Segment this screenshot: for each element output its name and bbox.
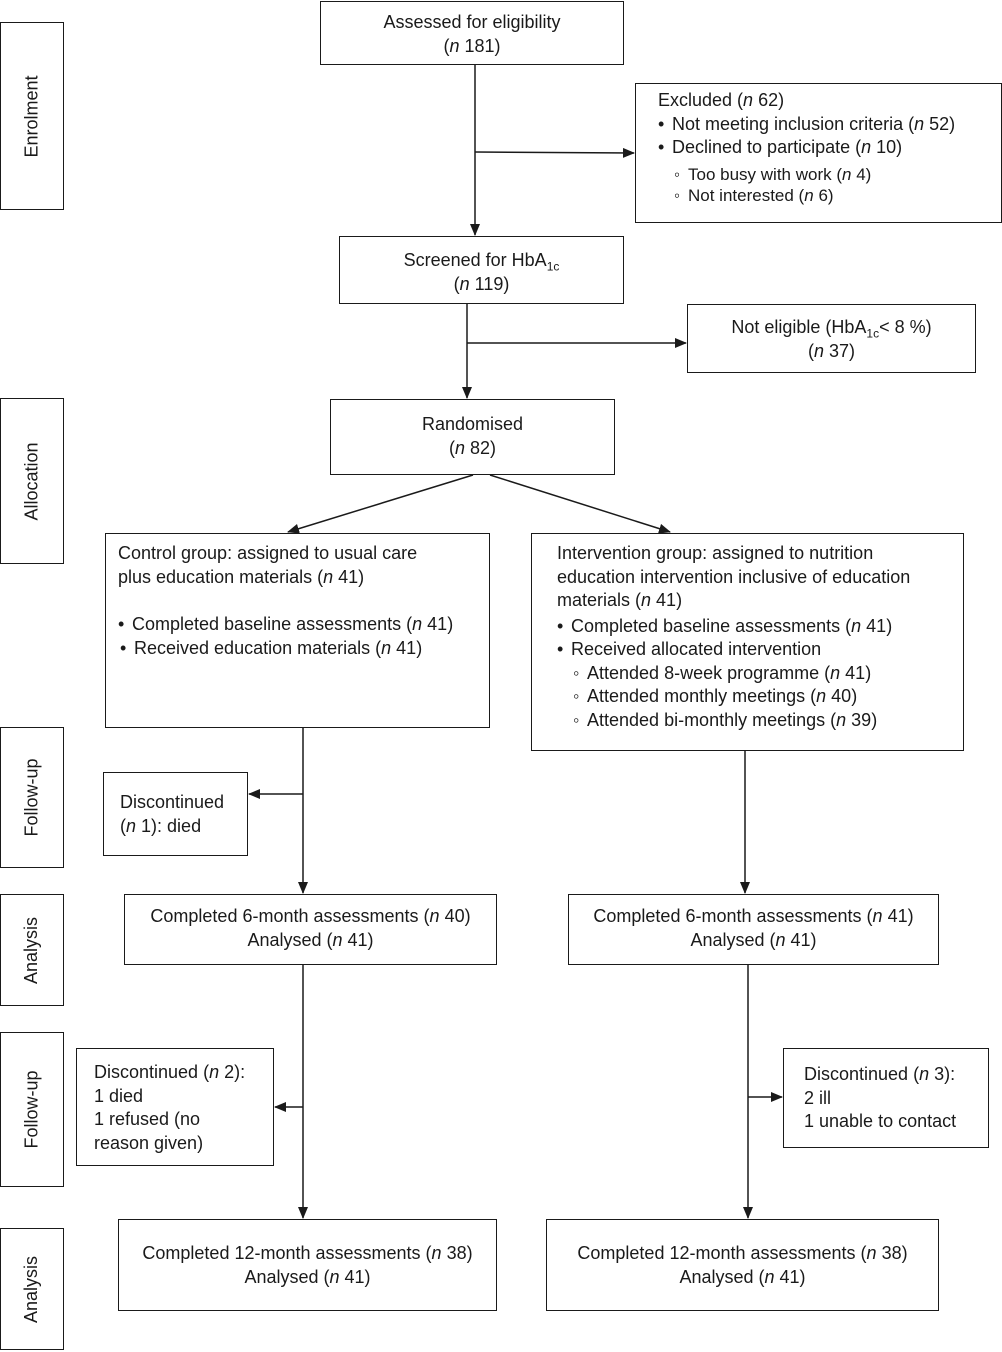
control-group-title: Control group: assigned to usual care bbox=[118, 543, 418, 563]
assessed-box: Assessed for eligibility (n 181) bbox=[320, 1, 624, 65]
analysed-line: Analysed (n 41) bbox=[247, 929, 374, 950]
stage-followup-2: Follow-up bbox=[0, 1032, 64, 1187]
intervention-group-title: materials (n 41) bbox=[557, 590, 683, 610]
excluded-title: Excluded (n 62) bbox=[658, 90, 785, 110]
not-eligible-count: 37 bbox=[829, 340, 850, 361]
stage-analysis-1: Analysis bbox=[0, 894, 64, 1006]
intervention-group-title: Intervention group: assigned to nutritio… bbox=[557, 543, 874, 563]
discontinued-control-1-box: Discontinued (n 1): died bbox=[103, 772, 248, 856]
assessment-line: Completed 6-month assessments (n 41) bbox=[593, 906, 914, 926]
not-eligible-box: Not eligible (HbA1c< 8 %) (n 37) bbox=[687, 304, 976, 373]
intervention-group-box: Intervention group: assigned to nutritio… bbox=[531, 533, 964, 751]
intervention-6-month-box: Completed 6-month assessments (n 41) Ana… bbox=[568, 894, 939, 965]
discontinued-control-2-box: Discontinued (n 2): 1 died 1 refused (no… bbox=[76, 1048, 274, 1166]
randomised-count: 82 bbox=[470, 437, 491, 458]
assessment-line: Completed 12-month assessments (n 38) bbox=[577, 1243, 908, 1263]
randomised-box: Randomised (n 82) bbox=[330, 399, 615, 475]
analysed-line: Analysed (n 41) bbox=[690, 929, 817, 950]
intervention-item: •Completed baseline assessments (n 41) bbox=[557, 615, 893, 636]
not-eligible-title: Not eligible (HbA1c< 8 %) bbox=[731, 317, 932, 341]
stage-followup-1: Follow-up bbox=[0, 727, 64, 868]
intervention-subitem: ◦Attended 8-week programme (n 41) bbox=[573, 662, 872, 683]
control-12-month-box: Completed 12-month assessments (n 38) An… bbox=[118, 1219, 497, 1311]
excluded-subitem: ◦Too busy with work (n 4) bbox=[674, 164, 872, 184]
discontinued-intervention-box: Discontinued (n 3): 2 ill 1 unable to co… bbox=[783, 1048, 989, 1148]
stage-enrolment: Enrolment bbox=[0, 22, 64, 210]
control-group-box: Control group: assigned to usual care pl… bbox=[105, 533, 490, 728]
intervention-12-month-box: Completed 12-month assessments (n 38) An… bbox=[546, 1219, 939, 1311]
discontinued-title: Discontinued (n 2): bbox=[94, 1062, 246, 1082]
assessment-line: Completed 12-month assessments (n 38) bbox=[142, 1243, 473, 1263]
excluded-item: •Declined to participate (n 10) bbox=[658, 137, 903, 157]
discontinued-detail: 1 unable to contact bbox=[804, 1111, 957, 1131]
intervention-subitem: ◦Attended monthly meetings (n 40) bbox=[573, 686, 858, 706]
analysed-line: Analysed (n 41) bbox=[679, 1266, 806, 1287]
control-group-title: plus education materials (n 41) bbox=[118, 566, 365, 587]
stage-analysis-2: Analysis bbox=[0, 1228, 64, 1350]
screened-box: Screened for HbA1c (n 119) bbox=[339, 236, 624, 304]
discontinued-detail: (n 1): died bbox=[120, 815, 202, 836]
discontinued-detail: 2 ill bbox=[804, 1087, 832, 1108]
control-item: •Completed baseline assessments (n 41) bbox=[118, 614, 454, 634]
assessed-count: 181 bbox=[464, 35, 495, 56]
discontinued-detail: 1 refused (no bbox=[94, 1109, 201, 1129]
discontinued-detail: 1 died bbox=[94, 1085, 144, 1106]
arrow-randomised-to-intervention bbox=[489, 474, 671, 534]
control-item: •Received education materials (n 41) bbox=[120, 637, 423, 658]
assessed-title: Assessed for eligibility bbox=[383, 12, 561, 32]
arrow-to-excluded bbox=[474, 147, 635, 158]
intervention-group-title: education intervention inclusive of educ… bbox=[557, 566, 911, 587]
arrow-randomised-to-control bbox=[287, 474, 474, 534]
excluded-subitem: ◦Not interested (n 6) bbox=[674, 185, 834, 205]
discontinued-detail: reason given) bbox=[94, 1132, 204, 1153]
analysed-line: Analysed (n 41) bbox=[244, 1266, 371, 1287]
discontinued-title: Discontinued bbox=[120, 792, 225, 812]
excluded-item: •Not meeting inclusion criteria (n 52) bbox=[658, 113, 956, 134]
screened-title: Screened for HbA1c bbox=[403, 250, 560, 274]
control-6-month-box: Completed 6-month assessments (n 40) Ana… bbox=[124, 894, 497, 965]
excluded-box: Excluded (n 62) •Not meeting inclusion c… bbox=[635, 83, 1002, 223]
assessment-line: Completed 6-month assessments (n 40) bbox=[150, 906, 471, 926]
intervention-subitem: ◦Attended bi-monthly meetings (n 39) bbox=[573, 709, 878, 730]
stage-allocation: Allocation bbox=[0, 398, 64, 564]
screened-count: 119 bbox=[474, 273, 504, 294]
discontinued-title: Discontinued (n 3): bbox=[804, 1064, 956, 1084]
intervention-item: •Received allocated intervention bbox=[557, 639, 822, 659]
randomised-title: Randomised bbox=[421, 414, 524, 434]
